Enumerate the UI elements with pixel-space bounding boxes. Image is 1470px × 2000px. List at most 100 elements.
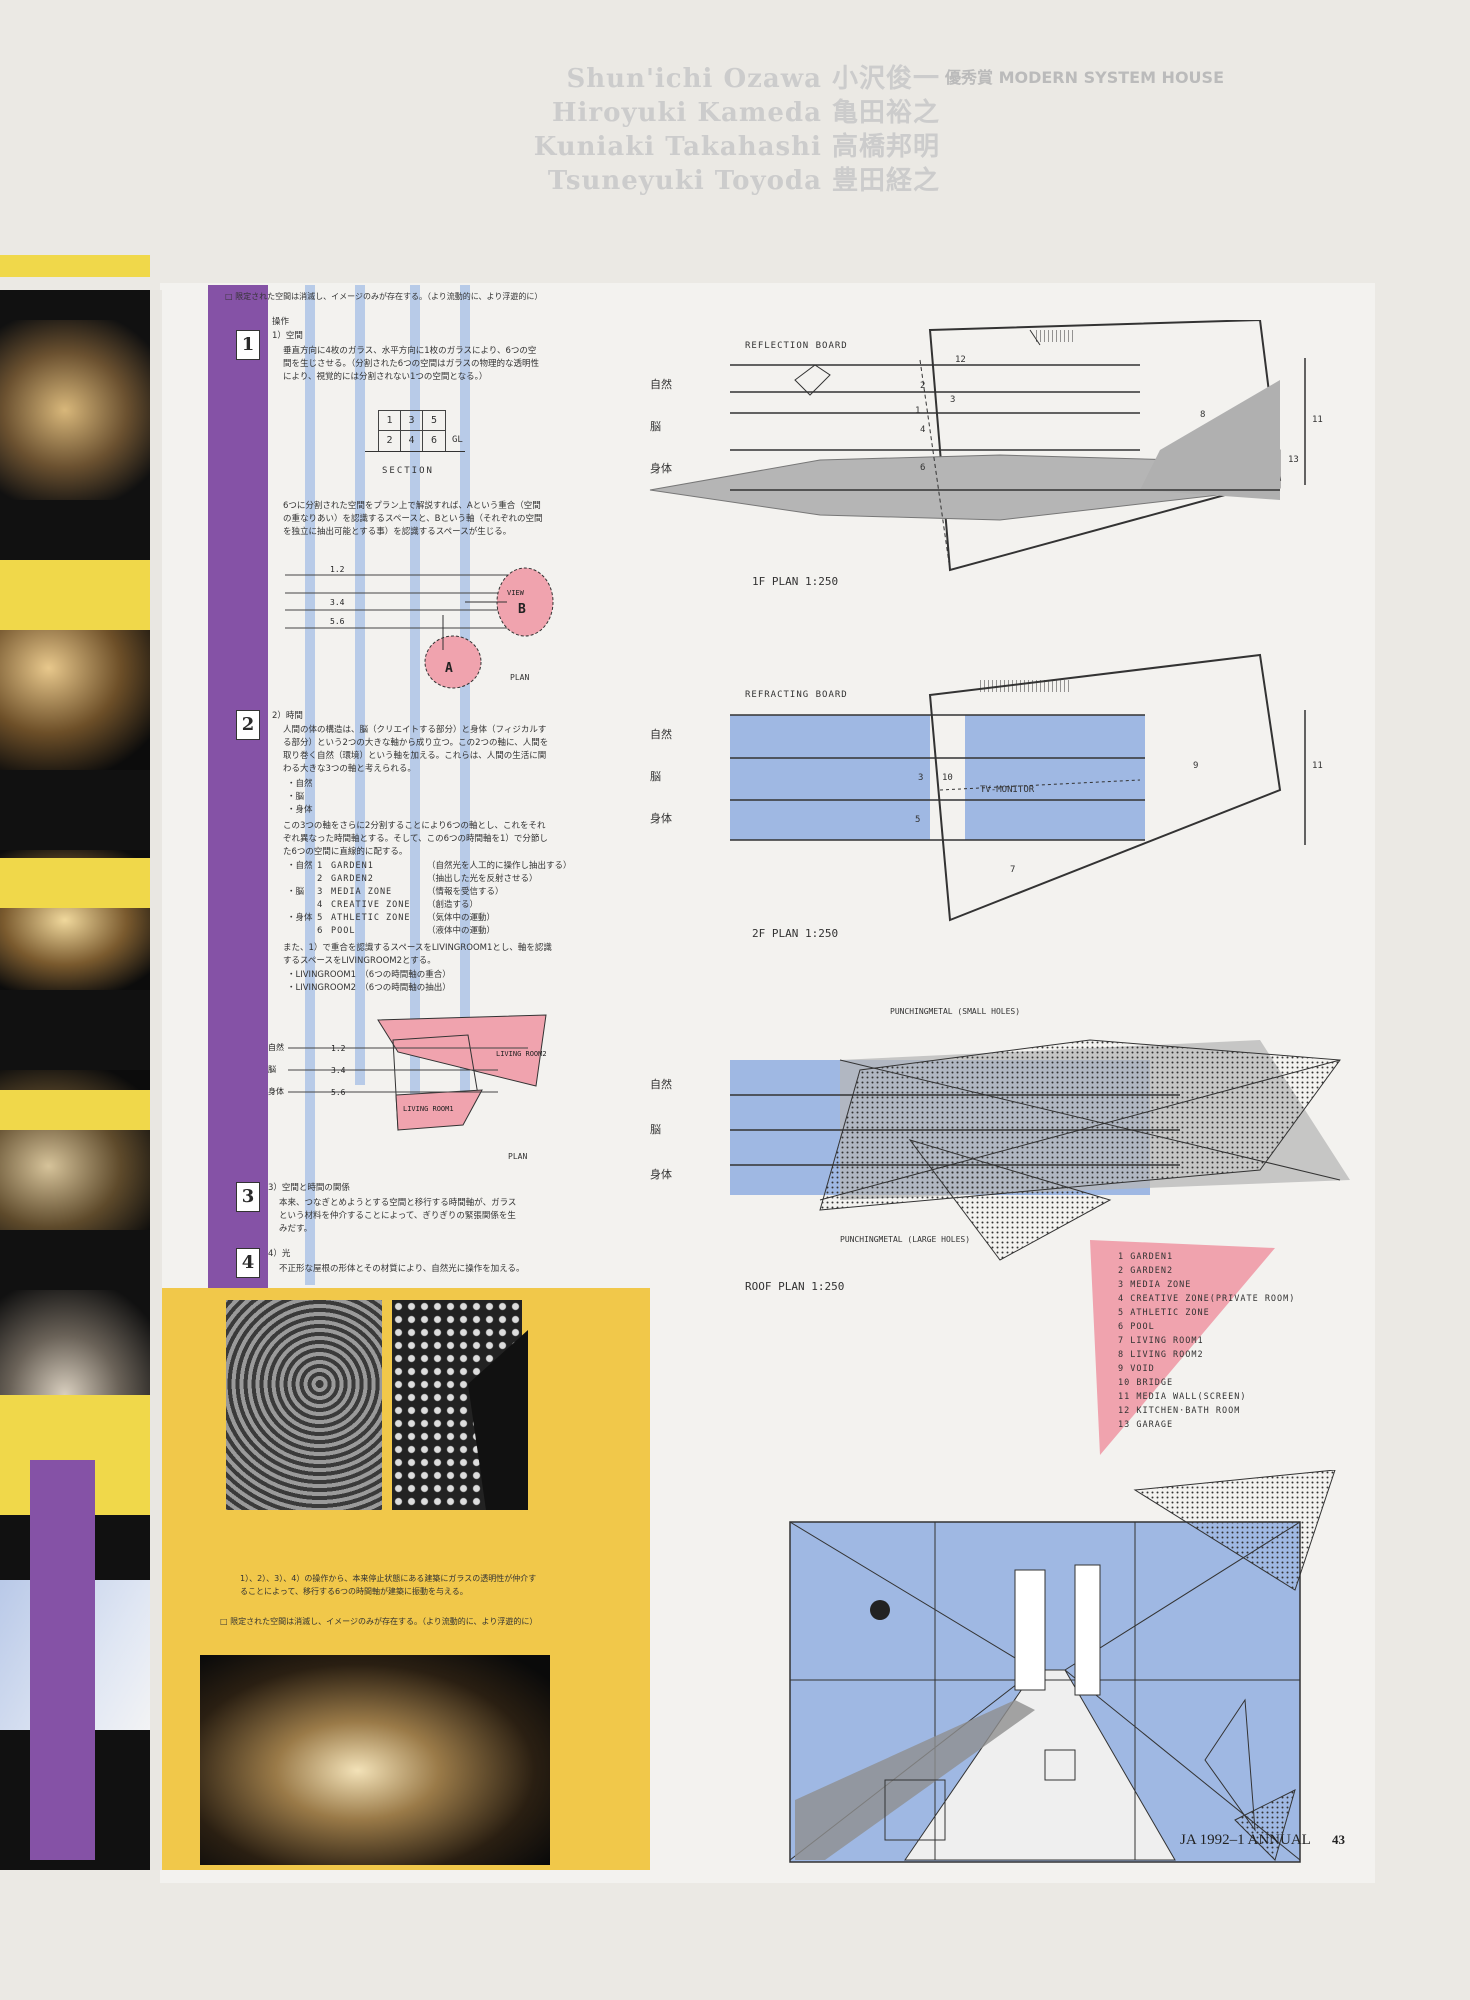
- plan-title: ROOF PLAN 1:250: [745, 1280, 845, 1293]
- axis-item: ・身体: [287, 805, 313, 815]
- perspective-drawing: [789, 1470, 1336, 1863]
- axis-label: 脳: [650, 420, 661, 433]
- row-label: 5.6: [331, 1088, 346, 1097]
- author-name: Tsuneyuki Toyoda 豊田経之: [547, 166, 940, 196]
- room-number: 2: [920, 381, 925, 391]
- model-photo: [0, 320, 162, 500]
- axis-label: 脳: [650, 770, 661, 783]
- axis-label: 脳: [268, 1064, 276, 1074]
- axis-label: 自然: [650, 727, 672, 741]
- legend-item: 8 LIVING ROOM2: [1118, 1350, 1204, 1360]
- op2-body: 人間の体の構造は、脳（クリエイトする部分）と身体（フィジカルする部分）という2つ…: [283, 725, 549, 774]
- detail-photo: [226, 1300, 382, 1510]
- op2-icon: 2: [236, 710, 260, 740]
- legend-item: 2 GARDEN2: [1118, 1266, 1174, 1276]
- purple-band: [30, 1460, 95, 1860]
- blue-column: [410, 285, 420, 1105]
- grid-cell: 4: [401, 431, 423, 451]
- op2-axes: ・自然 ・脳 ・身体: [287, 778, 313, 817]
- yellow-band: [0, 1090, 150, 1130]
- author-name: Shun'ichi Ozawa 小沢俊一: [566, 64, 940, 94]
- axis-label: 身体: [650, 461, 672, 475]
- op-icon-number: 4: [241, 1252, 255, 1273]
- room-number: 6: [920, 463, 925, 473]
- row-label: 1.2: [330, 565, 345, 574]
- grid-cell: 5: [423, 411, 445, 431]
- yellow-caption: 1）、2）、3）、4）の操作から、本来停止状態にある建築にガラスの透明性が仲介す…: [240, 1574, 537, 1596]
- room-number: 4: [920, 425, 925, 435]
- room-number: 9: [1193, 761, 1198, 771]
- legend-item: 1 GARDEN1: [1118, 1252, 1174, 1262]
- plan-label: PLAN: [510, 673, 530, 682]
- magazine-label: JA 1992–1 ANNUAL: [1180, 1832, 1311, 1848]
- page-footer: JA 1992–1 ANNUAL 43: [1180, 1832, 1345, 1849]
- tv-label: TV-MONITOR: [980, 785, 1035, 795]
- blue-column: [355, 285, 365, 1085]
- row-label: 3.4: [331, 1066, 346, 1075]
- ground-line: [365, 451, 465, 452]
- model-photo: [200, 1655, 550, 1865]
- gl-label: GL: [452, 435, 463, 445]
- op1-body: 垂直方向に4枚のガラス、水平方向に1枚のガラスにより、6つの空間を生じさせる。（…: [283, 346, 539, 382]
- living-room1-label: LIVING ROOM1: [403, 1105, 454, 1113]
- room-number: 1: [915, 406, 920, 416]
- plan-2f: REFRACTING BOARD 自然 脳 身体 TV-MONITOR 3 10…: [650, 653, 1323, 922]
- view-diagram: B A VIEW 1.2 3.4 5.6: [285, 565, 554, 689]
- page-number: 43: [1332, 1832, 1346, 1847]
- award-label: 優秀賞 MODERN SYSTEM HOUSE: [945, 68, 1224, 87]
- author-name: Kuniaki Takahashi 高橋邦明: [533, 132, 940, 162]
- axis-label: 自然: [650, 1077, 672, 1091]
- plan-roof: PUNCHINGMETAL (SMALL HOLES) PUNCHINGMETA…: [650, 1007, 1350, 1261]
- op-icon-number: 3: [241, 1186, 255, 1207]
- living-diagram: 自然 脳 身体 1.2 3.4 5.6 LIVING ROOM2 LIVING …: [268, 1014, 547, 1131]
- blue-column: [305, 285, 315, 1285]
- legend-item: 4 CREATIVE ZONE(PRIVATE ROOM): [1118, 1294, 1296, 1304]
- op1-title: 1）空間: [272, 331, 303, 341]
- axis-item: ・脳: [287, 792, 305, 802]
- living-list: ・LIVINGROOM1 （6つの時間軸の重合） ・LIVINGROOM2 （6…: [287, 969, 451, 995]
- room-number: 10: [942, 773, 953, 783]
- plan-label: REFRACTING BOARD: [745, 690, 848, 700]
- legend-list: 1 GARDEN1 2 GARDEN2 3 MEDIA ZONE 4 CREAT…: [1118, 1250, 1295, 1432]
- room-number: 11: [1312, 415, 1323, 425]
- axis-label: 自然: [650, 377, 672, 391]
- legend-item: 12 KITCHEN·BATH ROOM: [1118, 1406, 1241, 1416]
- op4-body: 不正形な屋根の形体とその材質により、自然光に操作を加える。: [279, 1264, 525, 1274]
- view-label: VIEW: [507, 589, 525, 597]
- room-number: 5: [915, 815, 920, 825]
- yellow-band: [0, 858, 150, 908]
- axis-label: 身体: [650, 1167, 672, 1181]
- blue-column: [460, 285, 470, 1105]
- legend-item: 10 BRIDGE: [1118, 1378, 1174, 1388]
- legend-triangle: [1090, 1240, 1275, 1455]
- op-icon-number: 2: [241, 714, 255, 735]
- plan-label: REFLECTION BOARD: [745, 341, 848, 351]
- living-item: ・LIVINGROOM1 （6つの時間軸の重合）: [287, 970, 451, 980]
- axis-item: ・自然: [287, 779, 313, 789]
- room-number: 13: [1288, 455, 1299, 465]
- yellow-closing: □ 限定された空間は消滅し、イメージのみが存在する。（より流動的に、より浮遊的に…: [220, 1617, 538, 1626]
- room-number: 3: [950, 395, 955, 405]
- op1-body2: 6つに分割された空間をプラン上で解説すれば、Aという重合（空間の重なりあい）を認…: [283, 501, 543, 537]
- grid-cell: 6: [430, 435, 438, 446]
- legend-item: 6 POOL: [1118, 1322, 1155, 1332]
- purple-band: [208, 285, 268, 1335]
- op-heading: 操作: [272, 317, 290, 327]
- grid-cell: 2: [379, 431, 401, 451]
- op3-title: 3）空間と時間の関係: [268, 1183, 350, 1193]
- legend-item: 3 MEDIA ZONE: [1118, 1280, 1192, 1290]
- living-room2-label: LIVING ROOM2: [496, 1050, 547, 1058]
- op2-title: 2）時間: [272, 711, 303, 721]
- axis-label: 身体: [268, 1086, 284, 1096]
- op1-icon: 1: [236, 330, 260, 360]
- legend-item: 11 MEDIA WALL(SCREEN): [1118, 1392, 1247, 1402]
- plan-title: 1F PLAN 1:250: [752, 575, 839, 588]
- white-band: [150, 290, 162, 1870]
- op3-icon: 3: [236, 1182, 260, 1212]
- room-number: 12: [955, 355, 966, 365]
